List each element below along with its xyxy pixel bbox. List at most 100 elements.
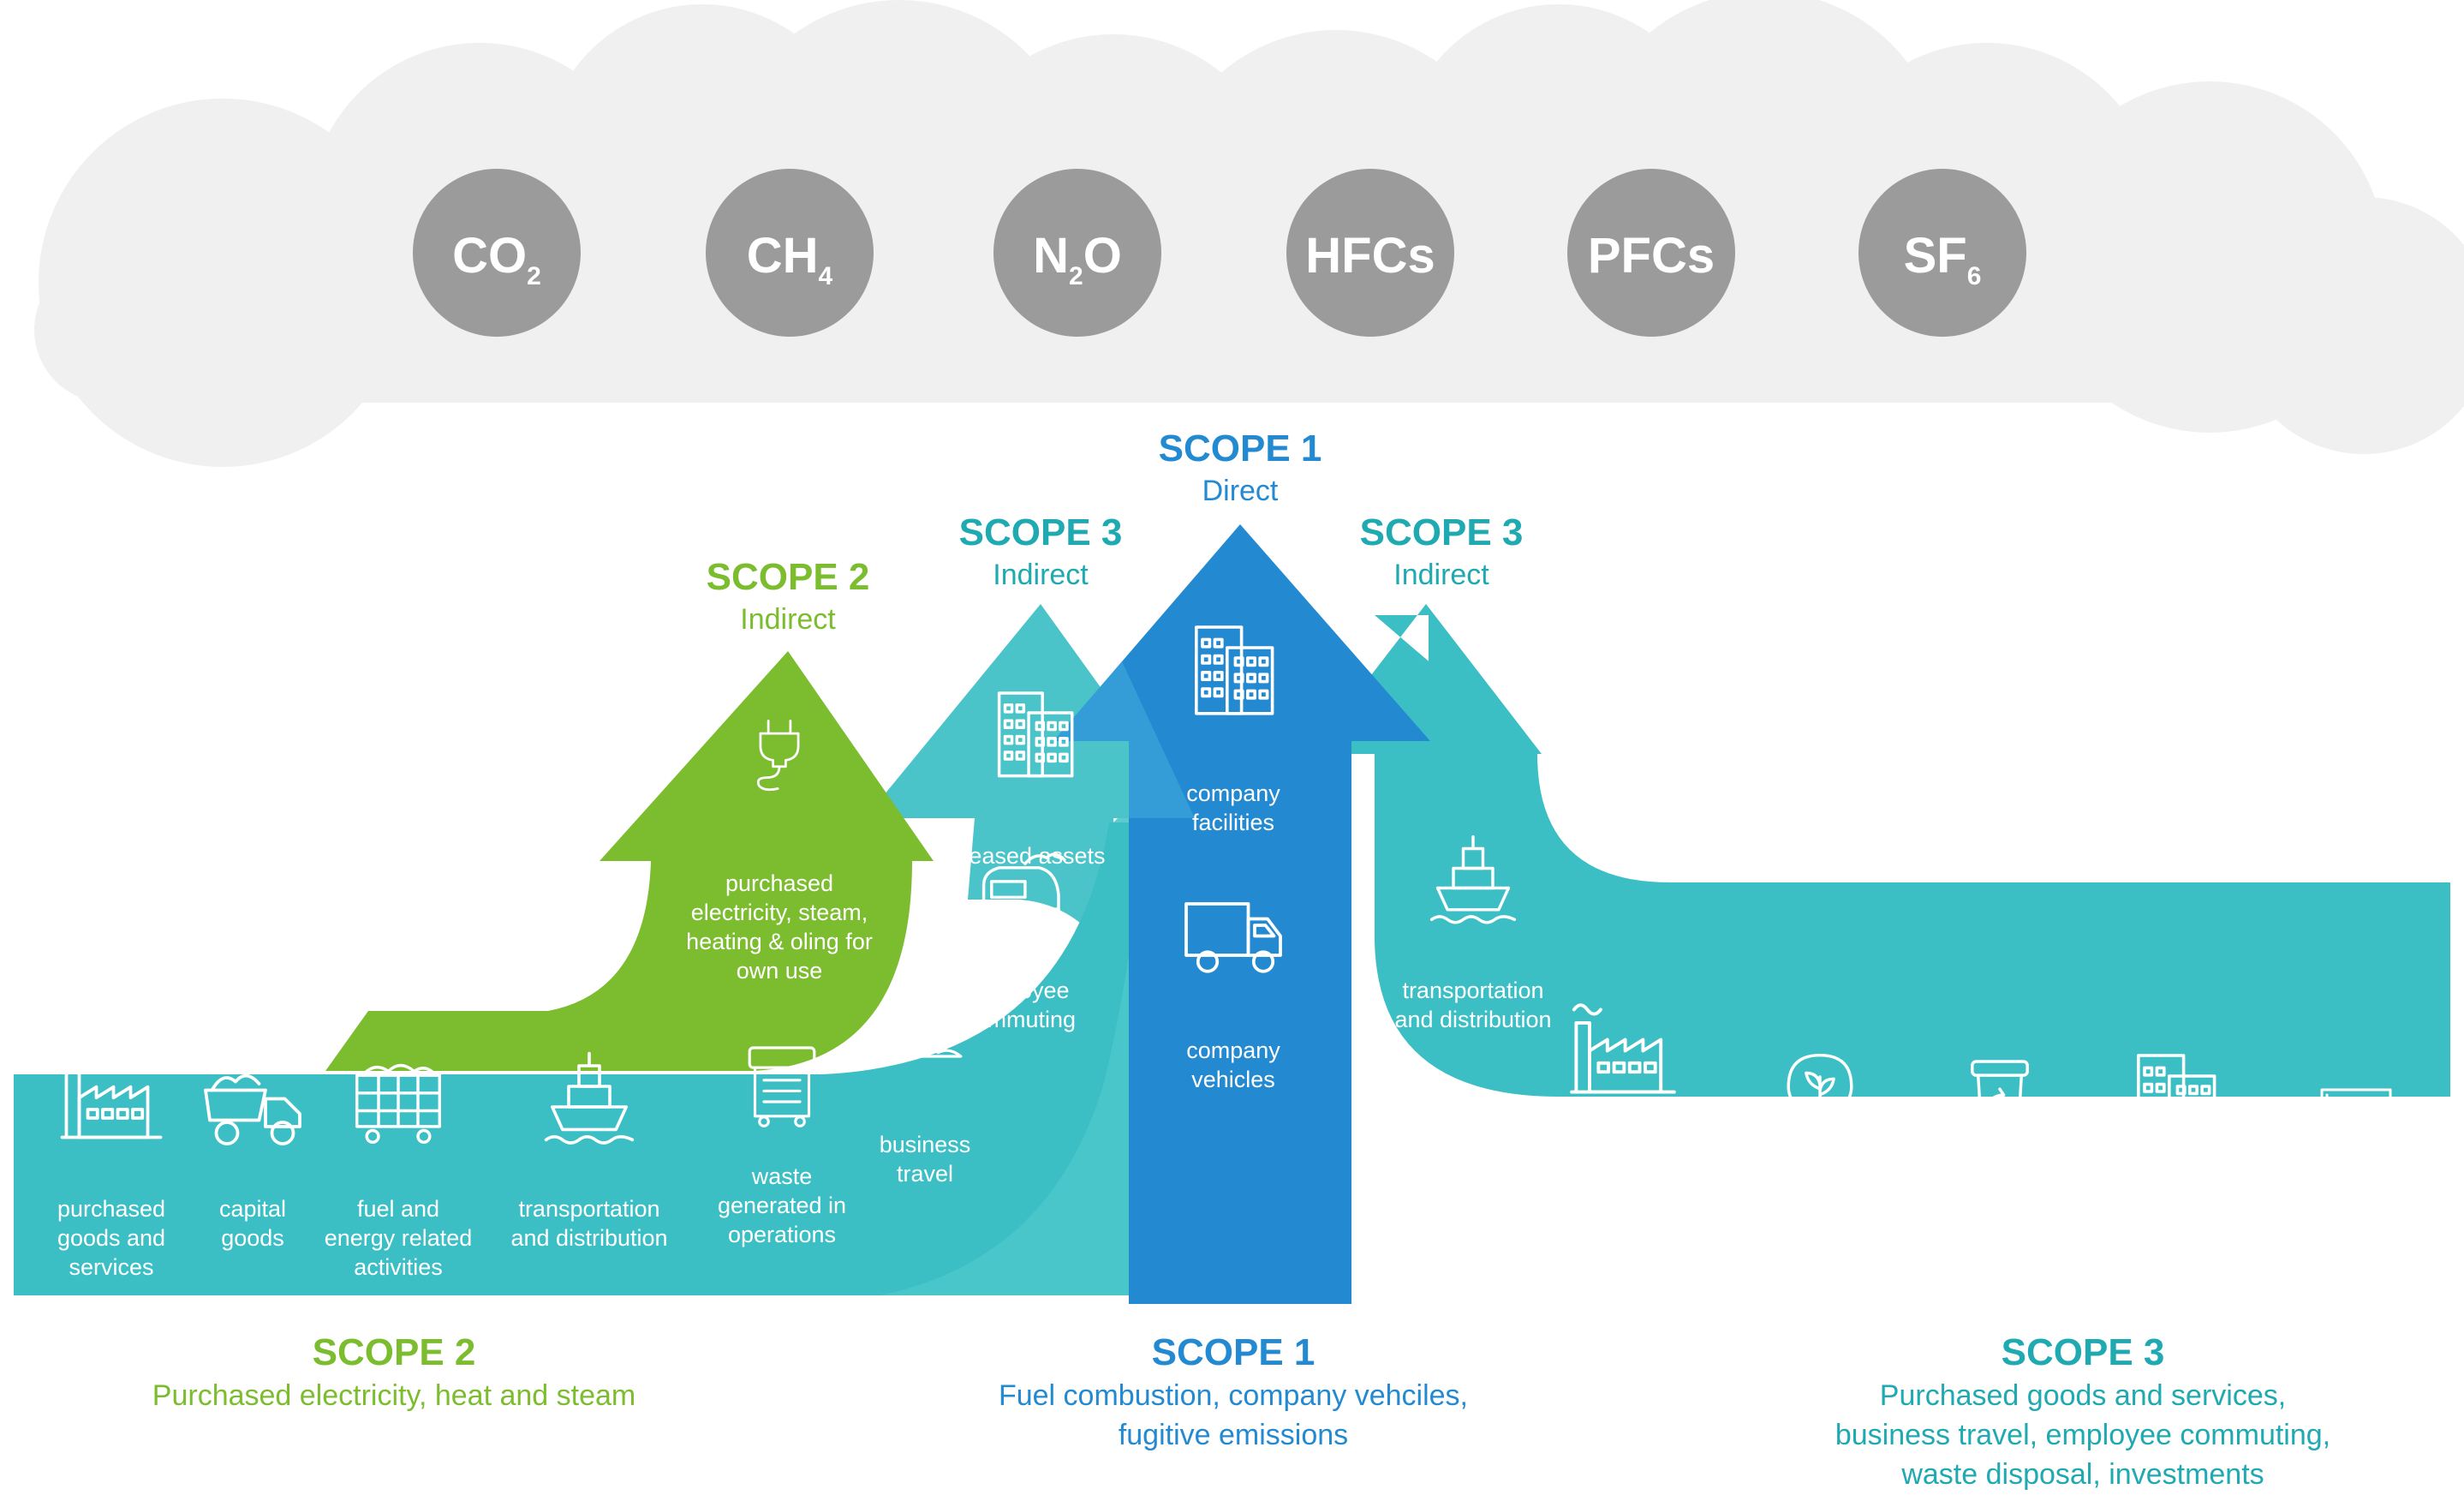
item-label-line: transportation	[518, 1196, 659, 1222]
gas-pfcs: PFCs	[1567, 169, 1735, 337]
item-label-line: capital	[219, 1196, 286, 1222]
gas-sf6: SF6	[1858, 169, 2026, 337]
gas-circle	[1567, 169, 1735, 337]
item-label-line: treatment of	[1938, 1234, 2062, 1259]
scope3-right-sub: Indirect	[1393, 559, 1489, 591]
item-label-line: goods and	[57, 1225, 165, 1251]
item-label-line: transportation	[1402, 978, 1543, 1003]
item-label-line: facilities	[1192, 810, 1274, 835]
item-label-line: generated in	[718, 1193, 846, 1218]
item-label-line: heating & oling for	[686, 929, 873, 954]
gas-co2: CO2	[413, 169, 581, 337]
arrow-title-scope3-left: SCOPE 3 Indirect	[959, 511, 1123, 591]
item-label-line: purchased	[57, 1196, 165, 1222]
item-label-line: activities	[354, 1254, 443, 1280]
gas-ch4: CH4	[706, 169, 874, 337]
item-label-line: employee	[969, 978, 1069, 1003]
scope1-overlap	[1053, 661, 1195, 818]
item-capital-goods: capital goods	[204, 1073, 301, 1251]
bottom-scope1-line-1: Fuel combustion, company vehciles,	[999, 1379, 1468, 1412]
scope3-right-title: SCOPE 3	[1360, 511, 1524, 553]
gas-formula: CH4	[747, 228, 833, 290]
item-label-line: and distribution	[510, 1225, 667, 1251]
item-label-line: company	[1186, 780, 1280, 806]
cloud-base	[34, 257, 2449, 403]
scope3-left-sub: Indirect	[993, 559, 1089, 591]
arrow-title-scope2: SCOPE 2 Indirect	[707, 556, 870, 636]
emission-items: purchased electricity, steam, heating & ol…	[57, 625, 2421, 1289]
money-icon	[2320, 1088, 2397, 1138]
item-employee-commuting: employee commuting	[963, 852, 1076, 1032]
bottom-scope2-line: Purchased electricity, heat and steam	[152, 1379, 635, 1412]
bottom-scope1-title: SCOPE 1	[1152, 1331, 1316, 1373]
gas-circle	[413, 169, 581, 337]
bottom-scope1-line-2: fugitive emissions	[1119, 1419, 1348, 1451]
item-label-line: sold products	[1751, 1234, 1889, 1259]
scope1-sub: Direct	[1202, 475, 1279, 507]
item-transport-left: transportation and distribution	[510, 1051, 668, 1251]
gas-formula: HFCs	[1305, 228, 1435, 284]
gas-hfcs: HFCs	[1286, 169, 1454, 337]
item-label-line: operations	[728, 1222, 836, 1247]
scope2-arrow	[325, 651, 934, 1071]
gas-row: CO2 CH4 N2O HFCs PFCs SF6	[413, 169, 2026, 337]
bottom-scope2-title: SCOPE 2	[313, 1331, 476, 1373]
bottom-scope2: SCOPE 2 Purchased electricity, heat and …	[152, 1331, 635, 1412]
bottom-scope3: SCOPE 3 Purchased goods and services, bu…	[1835, 1331, 2330, 1491]
bottom-scope3-line-1: Purchased goods and services,	[1880, 1379, 2286, 1412]
item-label-line: processing of	[1554, 1157, 1692, 1183]
item-label-line: assets	[2142, 1234, 2209, 1259]
item-label-line: sold products	[1931, 1263, 2069, 1289]
item-label-line: goods	[221, 1225, 284, 1251]
item-label-line: business	[880, 1132, 971, 1157]
arrow-title-scope1: SCOPE 1 Direct	[1159, 428, 1322, 507]
item-label-line: commuting	[963, 1007, 1076, 1032]
item-use-sold: use of sold products	[1751, 1053, 1889, 1259]
item-scope2-arrow: purchased electricity, steam, heating & ol…	[686, 719, 873, 984]
gas-formula: PFCs	[1588, 228, 1715, 284]
item-label-line: vehicles	[1191, 1067, 1275, 1092]
item-transport-right: transportation and distribution	[1394, 834, 1552, 1032]
item-leased-assets-right: leased assets	[2137, 1054, 2216, 1259]
item-company-vehicles: company vehicles	[1184, 902, 1282, 1092]
bottom-scope3-line-3: waste disposal, investments	[1900, 1458, 2264, 1491]
bottom-scope3-line-2: business travel, employee commuting,	[1835, 1419, 2330, 1451]
scope1-title: SCOPE 1	[1159, 428, 1322, 469]
gas-formula: N2O	[1033, 228, 1122, 290]
item-label-line: leased	[2141, 1205, 2210, 1230]
gas-circle	[1858, 169, 2026, 337]
item-investments: investments	[2298, 1088, 2421, 1230]
scope3-left-title: SCOPE 3	[959, 511, 1123, 553]
item-end-of-life: end-of-life treatment of sold products	[1931, 1060, 2069, 1289]
item-label-line: electricity, steam,	[691, 900, 868, 925]
scope2-title: SCOPE 2	[707, 556, 870, 598]
gas-n2o: N2O	[993, 169, 1161, 337]
item-label-line: and distribution	[1394, 1007, 1551, 1032]
item-label-line: use of	[1788, 1205, 1852, 1230]
cloud-band	[34, 0, 2464, 467]
item-label-line: services	[69, 1254, 153, 1280]
arrow-title-scope3-right: SCOPE 3 Indirect	[1360, 511, 1524, 591]
item-label-line: end-of-life	[1948, 1205, 2051, 1230]
item-label-line: company	[1186, 1038, 1280, 1063]
item-purchased-goods: purchased goods and services	[57, 1052, 165, 1280]
gas-circle	[1286, 169, 1454, 337]
item-label-line: purchased	[725, 870, 833, 896]
scope3-bottom-band	[14, 822, 1250, 1295]
item-label-line: own use	[737, 958, 823, 984]
scope2-sub: Indirect	[740, 603, 836, 636]
bottom-scope1: SCOPE 1 Fuel combustion, company vehcile…	[999, 1331, 1468, 1451]
bottom-scope3-title: SCOPE 3	[2002, 1331, 2165, 1373]
item-label-line: fuel and	[357, 1196, 439, 1222]
item-company-facilities: company facilities	[1186, 625, 1280, 835]
gas-circle	[706, 169, 874, 337]
item-label-line: sold products	[1554, 1187, 1692, 1212]
item-label-line: investments	[2298, 1205, 2421, 1230]
gas-formula: SF6	[1904, 228, 1982, 290]
gas-circle	[993, 169, 1161, 337]
gas-formula: CO2	[452, 228, 541, 290]
